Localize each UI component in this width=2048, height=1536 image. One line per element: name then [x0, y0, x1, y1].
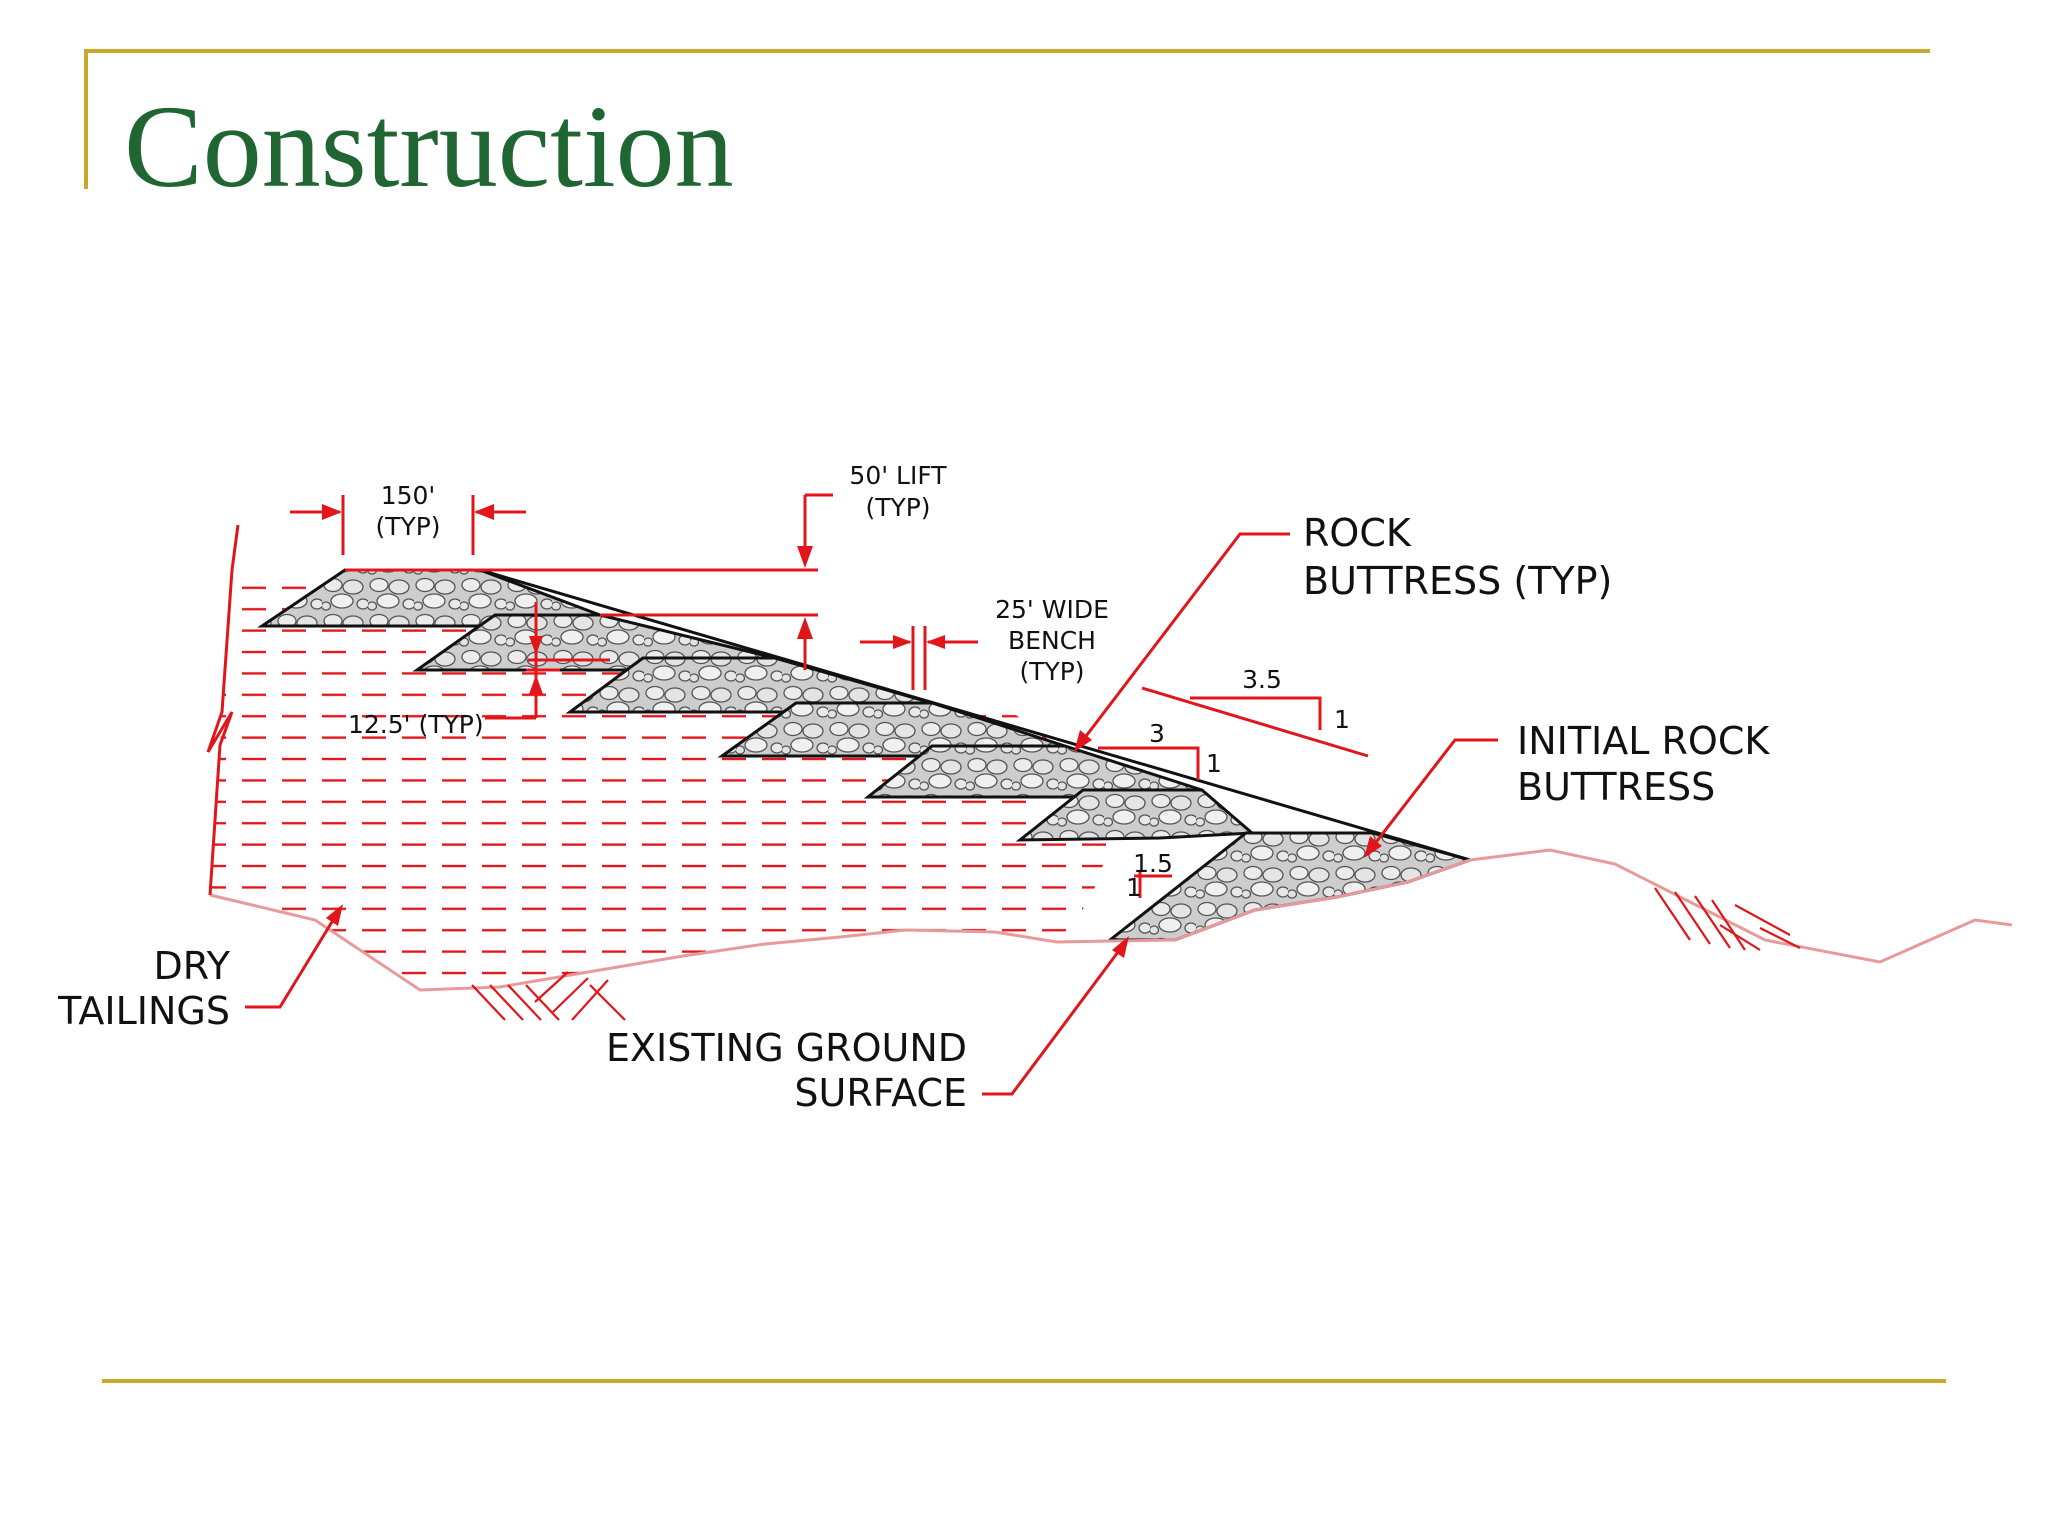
leader-rock-buttress	[1078, 532, 1290, 745]
arrow-150-right	[474, 504, 494, 520]
arrow-step-top	[529, 636, 543, 655]
rock-lift-6	[1015, 788, 1256, 842]
arrow-dry-tailings	[326, 904, 343, 926]
leader-dry-tailings	[245, 911, 340, 1009]
arrow-initial-buttress	[1364, 836, 1382, 858]
slope-1-5-symbol	[1134, 872, 1172, 898]
outer-slope-profile	[479, 568, 1471, 862]
tailings-left-edge	[206, 524, 240, 896]
label-slope-3-rise: 1	[1206, 749, 1222, 778]
dimension-25-bench	[860, 626, 978, 690]
arrow-step-bottom	[529, 675, 543, 694]
arrow-lift-bottom	[797, 617, 813, 639]
label-slope-1-5-rise: 1	[1126, 873, 1142, 902]
label-dry: DRY	[154, 944, 231, 988]
label-initial-2: BUTTRESS	[1517, 765, 1715, 809]
label-150: 150'	[381, 481, 436, 510]
label-bench-2: BENCH	[1008, 626, 1096, 655]
label-slope-1-5: 1.5	[1133, 849, 1173, 878]
arrow-existing-ground	[1112, 936, 1129, 958]
label-bench-3: (TYP)	[1019, 657, 1084, 686]
top-accent-rule	[84, 49, 1930, 53]
slope-3-5-symbol	[1141, 686, 1369, 758]
slope-3-symbol	[1098, 746, 1200, 780]
bottom-accent-rule	[102, 1379, 1946, 1383]
ground-hatch-left	[471, 971, 626, 1021]
leader-initial-buttress	[1368, 738, 1498, 851]
dimension-12-5	[485, 602, 610, 720]
arrow-rock-buttress	[1074, 730, 1092, 752]
label-tailings: TAILINGS	[57, 989, 230, 1033]
label-ground-2: SURFACE	[794, 1071, 967, 1115]
label-rock-1: ROCK	[1303, 511, 1412, 555]
arrow-lift-top	[797, 546, 813, 568]
label-50-lift-typ: (TYP)	[865, 493, 930, 522]
dry-tailings-mass	[210, 570, 1112, 990]
left-accent-rule	[84, 49, 88, 189]
label-150-typ: (TYP)	[375, 512, 440, 541]
arrow-bench-left	[893, 635, 912, 649]
slide-title: Construction	[124, 81, 734, 212]
arrow-bench-right	[926, 635, 945, 649]
label-bench-1: 25' WIDE	[995, 595, 1109, 624]
label-ground-1: EXISTING GROUND	[606, 1026, 967, 1070]
label-initial-1: INITIAL ROCK	[1517, 719, 1770, 763]
arrow-150-left	[322, 504, 342, 520]
rock-buttress-steps	[257, 568, 1475, 942]
label-12-5: 12.5' (TYP)	[348, 710, 484, 739]
label-slope-3-5-rise: 1	[1334, 705, 1350, 734]
label-50-lift: 50' LIFT	[849, 461, 947, 490]
leader-existing-ground	[982, 943, 1126, 1096]
label-slope-3-5: 3.5	[1242, 665, 1282, 694]
label-rock-2: BUTTRESS (TYP)	[1303, 559, 1612, 603]
label-slope-3: 3	[1149, 719, 1165, 748]
ground-hatch-right	[1654, 887, 1801, 951]
